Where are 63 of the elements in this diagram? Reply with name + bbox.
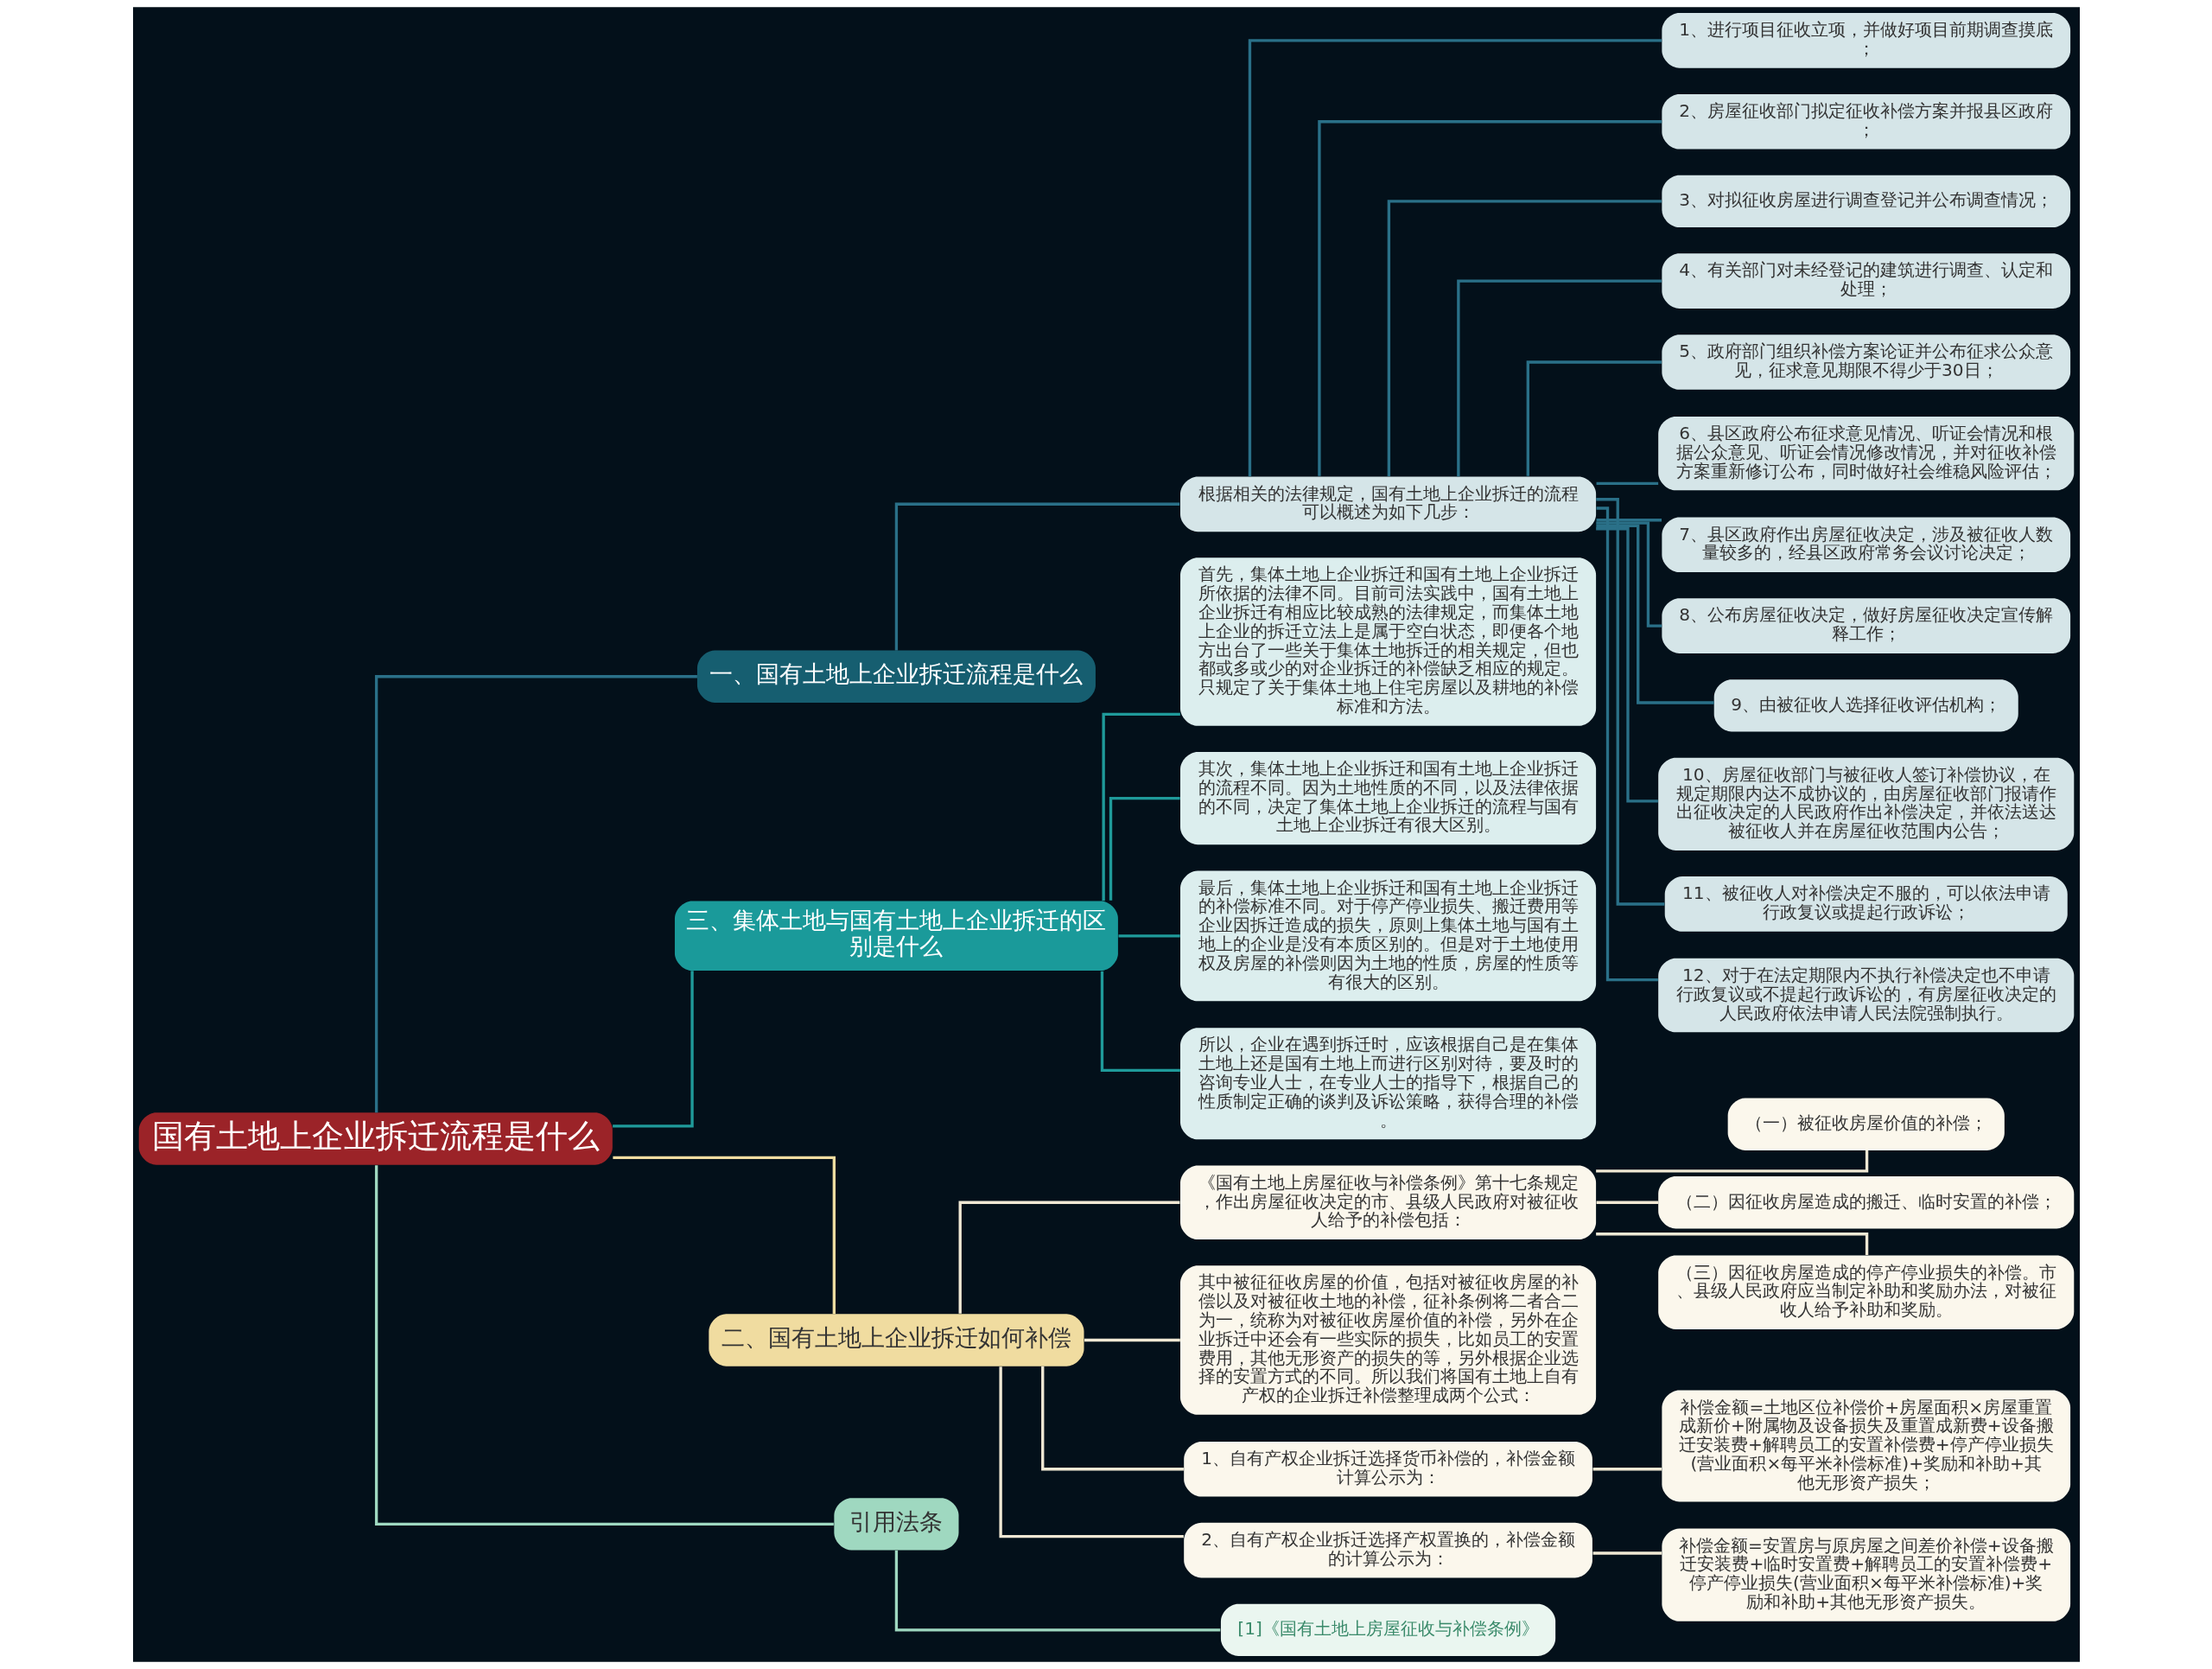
connector <box>1595 1233 1868 1256</box>
node-box: 所以，企业在遇到拆迁时，应该根据自己是在集体土地上还是国有土地上而进行区别对待，要及时的咨询专业人士，在专业人士的指导下，根据自己的性质制定正确的谈判及诉讼策略，获得合理的补偿。 <box>1179 1028 1596 1140</box>
node-box: 1、自有产权企业拆迁选择货币补偿的，补偿金额计算公示为： <box>1183 1441 1592 1497</box>
node-box: 2、自有产权企业拆迁选择产权置换的，补偿金额的计算公示为： <box>1183 1522 1592 1578</box>
connector <box>1592 1468 1662 1471</box>
connector <box>1595 521 1662 627</box>
node-box: 二、国有土地上企业拆迁如何补偿 <box>708 1314 1084 1366</box>
node-box: 8、公布房屋征收决定，做好房屋征收决定宣传解释工作； <box>1661 598 2070 653</box>
node-box: 其次，集体土地上企业拆迁和国有土地上企业拆迁的流程不同。因为土地性质的不同，以及法律依据的不同，决定了集体土地上企业拆迁的流程与国有土地上企业拆迁有很大区别。 <box>1179 751 1596 845</box>
connector <box>1596 1201 1658 1204</box>
connector <box>1109 796 1180 901</box>
connector <box>1317 120 1662 476</box>
node-box: 一、国有土地上企业拆迁流程是什么 <box>696 650 1096 703</box>
connector <box>1100 971 1180 1072</box>
connector <box>1596 506 1658 982</box>
node-box: 最后，集体土地上企业拆迁和国有土地上企业拆迁的补偿标准不同。对于停产停业损失、搬迁费用等企业因拆迁造成的损失，原则上集体土地与国有土地上的企业是没有本质区别的。但是对于土地使用权及房屋的补偿则因为土地的性质，房屋的性质等有很大的区别。 <box>1179 870 1596 1002</box>
node-box: 5、政府部门组织补偿方案论证并公布征求公众意见，征求意见期限不得少于30日； <box>1661 334 2070 390</box>
connector <box>1118 934 1180 938</box>
node-box: 1、进行项目征收立项，并做好项目前期调查摸底； <box>1661 13 2070 68</box>
connector <box>1101 712 1180 901</box>
connector <box>1595 498 1664 906</box>
node-box: 3、对拟征收房屋进行调查登记并公布调查情况； <box>1661 175 2070 228</box>
connector <box>1596 481 1658 486</box>
node-box: 《国有土地上房屋征收与补偿条例》第十七条规定，作出房屋征收决定的市、县级人民政府对被征收人给予的补偿包括： <box>1179 1165 1596 1240</box>
connector <box>612 1156 836 1315</box>
connector <box>374 675 697 1113</box>
node-box: 7、县区政府作出房屋征收决定，涉及被征收人数量较多的，经县区政府常务会议讨论决定； <box>1661 517 2070 573</box>
node-box: 引用法条 <box>833 1498 958 1551</box>
node-box: （三）因征收房屋造成的停产停业损失的补偿。市、县级人民政府应当制定补助和奖励办法，对被征收人给予补助和奖励。 <box>1657 1255 2074 1329</box>
node-box: （一）被征收房屋价值的补偿； <box>1727 1098 2005 1150</box>
node-box: 10、房屋征收部门与被征收人签订补偿协议，在规定期限内达不成协议的，由房屋征收部门报请作出征收决定的人民政府作出补偿决定，并依法送达被征收人并在房屋征收范围内公告； <box>1657 757 2074 850</box>
node-box: 补偿金额=土地区位补偿价+房屋面积×房屋重置成新价+附属物及设备损失及重置成新费+设备搬迁安装费+解聘员工的安置补偿费+停产停业损失(营业面积×每平米补偿标准)+奖励和补助+其他无形资产损失； <box>1661 1390 2070 1502</box>
connector <box>1456 279 1662 477</box>
node-box: 补偿金额=安置房与原房屋之间差价补偿+设备搬迁安装费+临时安置费+解聘员工的安置补偿费+停产停业损失(营业面积×每平米补偿标准)+奖励和补助+其他无形资产损失。 <box>1661 1528 2070 1621</box>
connector <box>1595 1150 1868 1173</box>
node-box: 国有土地上企业拆迁流程是什么 <box>138 1112 613 1165</box>
connector <box>998 1366 1184 1538</box>
connector <box>1084 1338 1180 1342</box>
connector <box>958 1201 1179 1314</box>
node-box: 其中被征征收房屋的价值，包括对被征收房屋的补偿以及对被征收土地的补偿，征补条例将二者合二为一，统称为对被征收房屋价值的补偿，另外在企业拆迁中还会有一些实际的损失，比如员工的安置费用，其他无形资产的损失的等，另外根据企业选择的安置方式的不同。所以我们将国有土地上自有产权的企业拆迁补偿整理成两个公式： <box>1179 1265 1596 1415</box>
node-box: 12、对于在法定期限内不执行补偿决定也不申请行政复议或不提起行政诉讼的，有房屋征收决定的人民政府依法申请人民法院强制执行。 <box>1657 958 2074 1033</box>
connector <box>1040 1366 1184 1471</box>
connector <box>894 1550 1220 1632</box>
node-box: 11、被征收人对补偿决定不服的，可以依法申请行政复议或提起行政诉讼； <box>1664 876 2068 932</box>
connector <box>1248 39 1662 477</box>
node-box: 根据相关的法律规定，国有土地上企业拆迁的流程可以概述为如下几步： <box>1179 476 1596 532</box>
node-box: 三、集体土地与国有土地上企业拆迁的区别是什么 <box>674 901 1118 971</box>
node-box: 9、由被征收人选择征收评估机构； <box>1713 679 2018 732</box>
connector <box>612 971 694 1128</box>
node-box: 首先，集体土地上企业拆迁和国有土地上企业拆迁所依据的法律不同。目前司法实践中，国有土地上企业拆迁有相应比较成熟的法律规定，而集体土地上企业的拆迁立法上是属于空白状态，即便各个地方出台了一些关于集体土地拆迁的相关规定，但也都或多或少的对企业拆迁的补偿缺乏相应的规定。只规定了关于集体土地上住宅房屋以及耕地的补偿标准和方法。 <box>1179 557 1596 726</box>
connector <box>374 1165 834 1526</box>
node-box: 2、房屋征收部门拟定征收补偿方案并报县区政府； <box>1661 93 2070 150</box>
connector <box>1595 524 1714 704</box>
node-box: 4、有关部门对未经登记的建筑进行调查、认定和处理； <box>1661 253 2070 309</box>
connector <box>1596 519 1662 522</box>
node-box: 6、县区政府公布征求意见情况、听证会情况和根据公众意见、听证会情况修改情况，并对征收补偿方案重新修订公布，同时做好社会维稳风险评估； <box>1657 416 2074 491</box>
connector <box>1592 1551 1662 1555</box>
node-box: （二）因征收房屋造成的搬迁、临时安置的补偿； <box>1657 1176 2074 1229</box>
connector <box>1387 200 1662 476</box>
node-box: [1]《国有土地上房屋征收与补偿条例》 <box>1220 1603 1555 1656</box>
connector <box>894 502 1179 651</box>
connector <box>1526 360 1662 476</box>
connector <box>1595 527 1658 803</box>
